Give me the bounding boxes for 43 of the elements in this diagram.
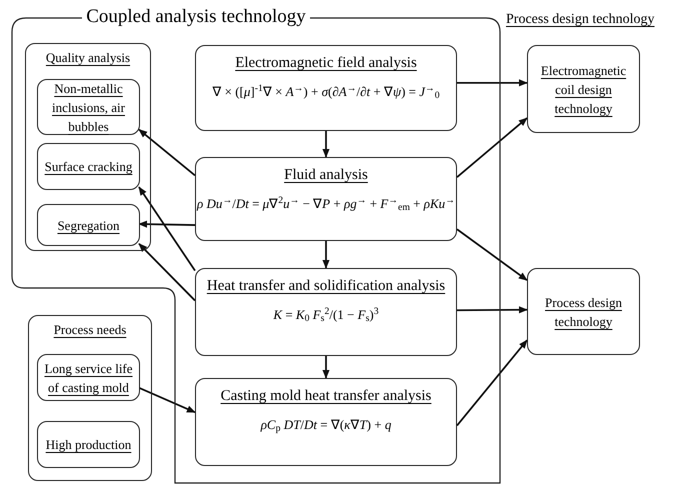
analysis-box — [195, 45, 457, 131]
arrow — [138, 186, 196, 272]
item-box — [37, 143, 140, 190]
arrow — [457, 306, 528, 314]
box-heading: Process needs — [52, 321, 128, 339]
item-box — [37, 354, 140, 401]
box-heading: Quality analysis — [44, 49, 132, 67]
column-heading: Process design technology — [506, 11, 655, 29]
arrow — [456, 228, 528, 281]
analysis-box — [195, 378, 457, 466]
item-box — [37, 421, 140, 468]
analysis-box — [195, 268, 457, 356]
box-heading: Electromagnetic field analysis — [235, 54, 417, 73]
arrow — [456, 340, 528, 426]
box-heading: Heat transfer and solidification analysis — [206, 277, 446, 296]
box-heading: Electromagnetic coil design technology — [540, 62, 628, 118]
group-box — [25, 43, 151, 251]
item-box — [37, 79, 140, 135]
equation: ρC$_{p}$ DT/Dt = ∇(κ∇T) + q — [260, 416, 392, 436]
item-box — [37, 204, 140, 246]
box-heading: Surface cracking — [44, 158, 134, 176]
arrow — [138, 128, 196, 176]
arrow — [138, 220, 196, 228]
equation: K = K$_{0}$ F$_{s}$$^{2}$/(1 − F$_{s}$)$^{3}$ — [273, 305, 379, 326]
arrow — [322, 356, 330, 379]
item-box — [527, 268, 640, 355]
arrow — [322, 241, 330, 269]
arrow — [457, 79, 528, 86]
equation: ρ Du$^{→}$/Dt = μ∇$^{2}$u$^{→}$ − ∇P + ρg$^{→}$ + F$^{→}$$_{em}$ + ρKu$^{→}$ — [197, 194, 455, 215]
box-heading: Non-metallic inclusions, air bubbles — [51, 80, 126, 136]
box-heading: Long service life of casting mold — [43, 360, 134, 396]
box-heading: Fluid analysis — [284, 166, 368, 185]
box-heading: Process design technology — [544, 294, 623, 330]
group-box — [28, 315, 152, 481]
box-heading: Casting mold heat transfer analysis — [220, 387, 432, 406]
arrow — [138, 243, 196, 302]
box-heading: High production — [44, 436, 132, 454]
item-box — [527, 45, 640, 133]
box-heading: Segregation — [56, 216, 121, 234]
analysis-box — [195, 157, 457, 241]
arrow — [456, 117, 528, 178]
arrow — [322, 131, 330, 158]
arrow — [138, 386, 196, 414]
